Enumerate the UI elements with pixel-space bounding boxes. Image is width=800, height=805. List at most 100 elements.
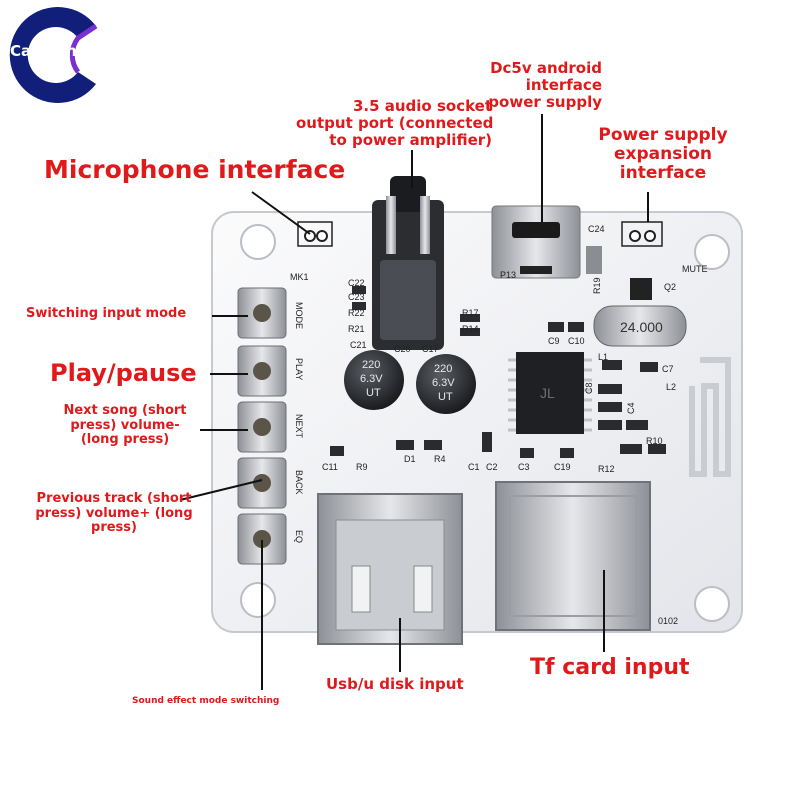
silk-c1: C1 xyxy=(468,462,480,472)
label-line: press) volume+ (long xyxy=(35,505,193,521)
mic-pad xyxy=(316,230,328,242)
silk-r12: R12 xyxy=(598,464,615,474)
silk-mute: MUTE xyxy=(682,264,708,274)
tf-card-slot-inner xyxy=(509,495,637,617)
label-line: Previous track (short xyxy=(36,491,192,506)
antenna-trace xyxy=(689,357,731,477)
silk-r9: R9 xyxy=(356,462,368,472)
label-line: expansion xyxy=(614,144,712,165)
silk-mode: MODE xyxy=(294,302,304,329)
usb-a-contact xyxy=(351,565,371,613)
silk-q2: Q2 xyxy=(664,282,676,292)
label-sound-effect: Sound effect mode switching xyxy=(132,696,280,706)
silk-c17: C17 xyxy=(422,344,439,354)
silk-c22: C22 xyxy=(348,278,365,288)
cap-series: UT xyxy=(438,391,453,403)
crystal-oscillator xyxy=(593,305,687,347)
power-pad xyxy=(629,230,641,242)
silk-l2: L2 xyxy=(666,382,676,392)
power-pad xyxy=(644,230,656,242)
brand-c-shape xyxy=(9,7,97,104)
label-line: output port (connected xyxy=(296,113,494,132)
label-power-expansion: Power supply expansion interface xyxy=(588,125,738,183)
silk-c23: C23 xyxy=(348,292,365,302)
silk-c20: C20 xyxy=(394,344,411,354)
silk-r4: R4 xyxy=(434,454,446,464)
label-next-song: Next song (short press) volume- (long pr… xyxy=(38,403,212,448)
label-switch-input-mode: Switching input mode xyxy=(26,306,187,321)
label-microphone-interface: Microphone interface xyxy=(44,155,346,184)
silk-c10: C10 xyxy=(568,336,585,346)
label-line: Power supply xyxy=(598,125,728,145)
q2-transistor xyxy=(630,278,652,300)
silk-r17: R17 xyxy=(462,308,479,318)
label-line: power supply xyxy=(488,92,602,111)
label-previous-track: Previous track (short press) volume+ (lo… xyxy=(26,491,202,536)
label-line: Next song (short xyxy=(63,403,187,418)
silk-c4: C4 xyxy=(626,402,636,414)
label-line: (long press) xyxy=(80,432,170,448)
silk-c7: C7 xyxy=(662,364,674,374)
cap-voltage: 6.3V xyxy=(360,373,383,385)
silk-back: BACK xyxy=(294,470,304,495)
audio-jack-plug xyxy=(390,176,426,212)
silk-c2: C2 xyxy=(486,462,498,472)
silk-c21: C21 xyxy=(350,340,367,350)
silk-c3: C3 xyxy=(518,462,530,472)
mic-pad xyxy=(304,230,316,242)
electrolytic-capacitor xyxy=(344,350,404,410)
label-line: interface xyxy=(525,75,602,94)
callout-lines xyxy=(179,114,649,690)
audio-jack-face xyxy=(380,260,436,340)
label-line: press) volume- xyxy=(70,417,180,433)
silk-r19: R19 xyxy=(592,277,602,294)
audio-jack-tab xyxy=(420,196,430,254)
label-tf-card-input: Tf card input xyxy=(530,655,690,680)
cap-series: UT xyxy=(366,387,381,399)
silk-next: NEXT xyxy=(294,414,304,439)
main-ic xyxy=(516,352,584,434)
brand-name: Caspian xyxy=(10,42,77,60)
silk-r14: R14 xyxy=(462,324,479,334)
mount-hole xyxy=(694,586,730,622)
silk-eq: EQ xyxy=(294,530,304,543)
ic-marking: JL xyxy=(540,385,555,401)
silk-l1: L1 xyxy=(598,352,608,362)
silk-c24: C24 xyxy=(588,224,605,234)
mic-pad-frame xyxy=(297,221,333,247)
c24-capacitor xyxy=(586,246,602,274)
silk-r10: R10 xyxy=(646,436,663,446)
crystal-marking: 24.000 xyxy=(620,319,663,335)
silk-code: 0102 xyxy=(658,616,678,626)
cap-voltage: 6.3V xyxy=(432,377,455,389)
audio-jack-tab xyxy=(386,196,396,254)
button-column xyxy=(237,287,287,565)
label-line: to power amplifier) xyxy=(329,130,492,149)
tf-card-slot xyxy=(495,481,651,631)
silkscreen-labels: MK1 MODE PLAY NEXT BACK EQ MUTE Q2 C24 P… xyxy=(290,224,708,626)
cap-value: 220 xyxy=(434,363,452,375)
label-line: 3.5 audio socket xyxy=(352,97,492,115)
silk-c19: C19 xyxy=(554,462,571,472)
silk-mk1: MK1 xyxy=(290,272,309,282)
micro-usb-pins xyxy=(520,266,552,274)
micro-usb-slot xyxy=(512,222,560,238)
label-dc5v-power: Dc5v android interface power supply xyxy=(470,60,602,110)
cap-value: 220 xyxy=(362,359,380,371)
silk-d1: D1 xyxy=(404,454,416,464)
silk-c9: C9 xyxy=(548,336,560,346)
usb-a-contact xyxy=(413,565,433,613)
mount-hole xyxy=(240,582,276,618)
mount-hole xyxy=(694,234,730,270)
silk-c8: C8 xyxy=(584,382,594,394)
label-audio-socket: 3.5 audio socket output port (connected … xyxy=(296,97,494,149)
mount-hole xyxy=(240,224,276,260)
silk-r21: R21 xyxy=(348,324,365,334)
silk-play: PLAY xyxy=(294,358,304,380)
label-play-pause: Play/pause xyxy=(50,359,197,387)
component-markings: 24.000 220 6.3V UT 220 6.3V UT JL xyxy=(360,319,663,403)
label-usb-input: Usb/u disk input xyxy=(326,675,464,693)
label-line: press) xyxy=(91,520,137,536)
